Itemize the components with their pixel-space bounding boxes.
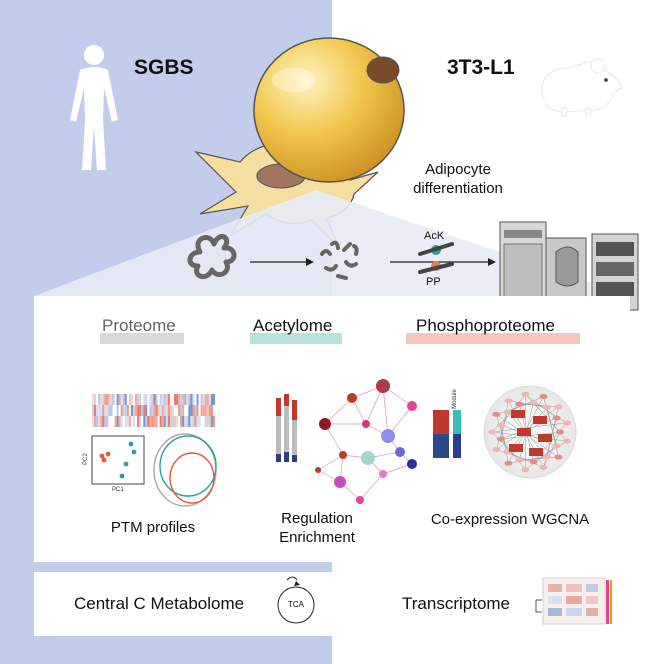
regulation-bars-icon (276, 394, 297, 462)
process-label-line1: Adipocyte (425, 161, 491, 178)
tca-label: TCA (288, 600, 304, 609)
module-bars-icon (433, 410, 461, 458)
wgcna-network-icon (483, 385, 577, 479)
sgbs-label: SGBS (134, 56, 194, 79)
pca-plot-icon (91, 435, 145, 485)
acetylome-bar (250, 333, 342, 344)
transcriptome-label: Transcriptome (402, 594, 511, 613)
phosphoproteome-bar (406, 333, 580, 344)
fat-cell-icon (253, 37, 405, 183)
metabolome-label: Central C Metabolome (74, 594, 245, 613)
ptm-profiles-caption: PTM profiles (110, 519, 196, 536)
module-label: Module (451, 389, 458, 409)
regulation-caption-line2: Enrichment (279, 529, 355, 546)
regulation-caption-line1: Regulation (281, 510, 353, 527)
ack-label: AcK (424, 230, 445, 242)
transcriptome-heatmap-icon (535, 577, 612, 625)
tca-cycle-icon (277, 576, 315, 624)
pp-label: PP (426, 276, 441, 288)
network-icon (315, 379, 417, 504)
process-label-line2: differentiation (413, 180, 503, 197)
phosphoproteome-header: Phosphoproteome (416, 316, 555, 335)
3t3l1-label: 3T3-L1 (447, 56, 515, 79)
acetylome-header: Acetylome (253, 316, 333, 335)
proteome-bar (100, 333, 184, 344)
peptides-icon (320, 240, 359, 280)
pc1-label: PC1 (112, 487, 124, 493)
coexpression-caption: Co-expression WGCNA (430, 511, 590, 528)
pc2-label: PC2 (82, 453, 89, 465)
proteome-header: Proteome (102, 316, 176, 335)
venn-icon (153, 433, 217, 507)
human-icon (70, 45, 118, 170)
bottom-panel (34, 572, 630, 636)
protein-icon (187, 234, 237, 280)
heatmap-icon (92, 394, 216, 427)
mouse-icon (498, 58, 623, 123)
